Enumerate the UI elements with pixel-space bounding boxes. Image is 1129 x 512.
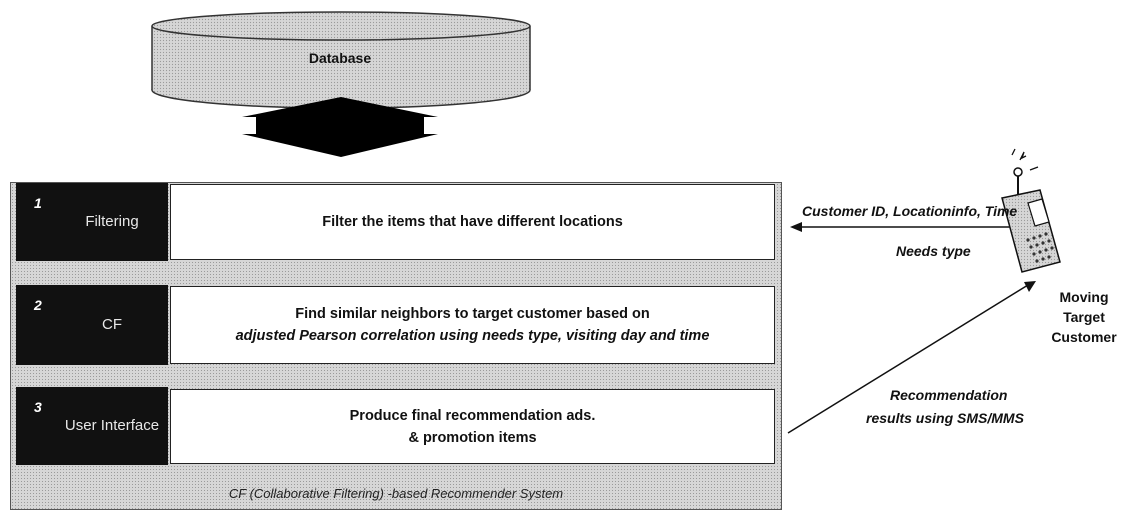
step-tab-filtering: 1 Filtering bbox=[16, 183, 168, 261]
step-box-filtering: Filter the items that have different loc… bbox=[170, 184, 775, 260]
output-arrow bbox=[787, 284, 1029, 434]
step-text-line: Produce final recommendation ads. bbox=[349, 407, 596, 424]
step-number: 3 bbox=[34, 399, 42, 415]
database-label: Database bbox=[308, 50, 372, 66]
database-cylinder bbox=[151, 11, 531, 109]
database-system-double-arrow bbox=[242, 97, 438, 157]
output-arrow-sublabel: results using SMS/MMS bbox=[866, 410, 1024, 426]
step-name: Filtering bbox=[85, 213, 139, 230]
device-label-line: Target bbox=[1063, 309, 1105, 325]
step-number: 1 bbox=[34, 195, 42, 211]
system-caption: CF (Collaborative Filtering) -based Reco… bbox=[228, 486, 564, 501]
device-label-line: Moving bbox=[1059, 289, 1109, 305]
output-arrow-label: Recommendation bbox=[890, 387, 1008, 403]
input-arrow-sublabel: Needs type bbox=[896, 243, 971, 259]
step-tab-cf: 2 CF bbox=[16, 285, 168, 365]
step-text-line: & promotion items bbox=[408, 429, 537, 446]
step-box-cf: Find similar neighbors to target custome… bbox=[170, 286, 775, 364]
step-text-line: Filter the items that have different loc… bbox=[322, 214, 623, 230]
step-text-line: adjusted Pearson correlation using needs… bbox=[235, 328, 710, 344]
step-name: User Interface bbox=[64, 417, 160, 434]
step-name: CF bbox=[102, 316, 122, 333]
device-label-line: Customer bbox=[1051, 329, 1117, 345]
step-number: 2 bbox=[34, 297, 42, 313]
step-text-line: Find similar neighbors to target custome… bbox=[295, 306, 650, 322]
input-arrow-label: Customer ID, Locationinfo, Time bbox=[802, 203, 1018, 219]
step-box-user-interface: Produce final recommendation ads. & prom… bbox=[170, 389, 775, 464]
mobile-phone-icon bbox=[1001, 148, 1061, 273]
device-label: Moving Target Customer bbox=[1040, 287, 1128, 347]
step-tab-user-interface: 3 User Interface bbox=[16, 387, 168, 465]
